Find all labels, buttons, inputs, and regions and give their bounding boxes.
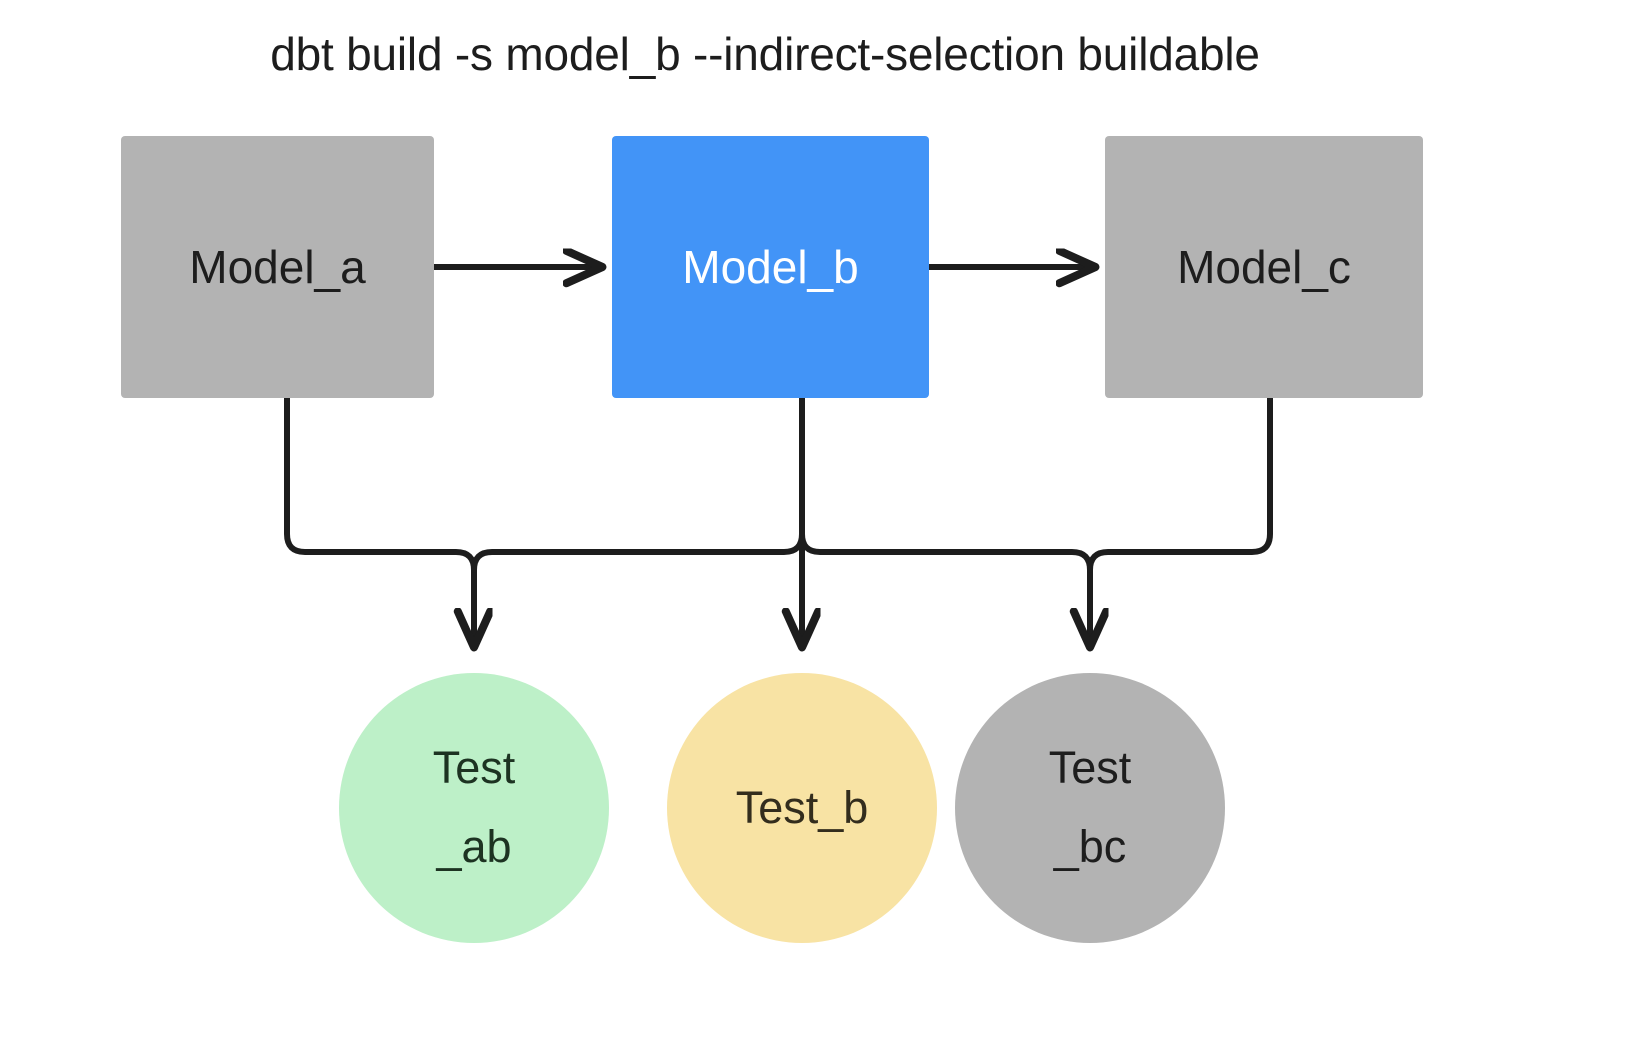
node-test-bc[interactable]: Test _bc — [955, 673, 1225, 943]
edge-model-b-to-test-ab — [471, 395, 805, 573]
edge-model-b-to-test-bc — [799, 395, 1090, 645]
page-title: dbt build -s model_b --indirect-selectio… — [270, 28, 1260, 80]
node-test-b[interactable]: Test_b — [667, 673, 937, 943]
node-model-c-label: Model_c — [1177, 240, 1351, 293]
node-test-b-label-line1: Test_b — [735, 781, 869, 833]
node-model-b-label: Model_b — [682, 240, 859, 293]
node-test-ab-label-line2: _ab — [436, 821, 512, 872]
node-model-b[interactable]: Model_b — [612, 136, 929, 398]
node-test-bc-label-line2: _bc — [1053, 821, 1127, 872]
node-test-bc-label-line1: Test — [1048, 742, 1132, 794]
edge-model-a-to-test-ab — [284, 395, 474, 645]
node-model-a[interactable]: Model_a — [121, 136, 434, 398]
edge-model-c-to-test-bc — [1087, 395, 1273, 573]
node-test-ab[interactable]: Test _ab — [339, 673, 609, 943]
node-model-c[interactable]: Model_c — [1105, 136, 1423, 398]
node-model-a-label: Model_a — [189, 240, 366, 293]
node-test-ab-label-line1: Test — [432, 742, 516, 794]
